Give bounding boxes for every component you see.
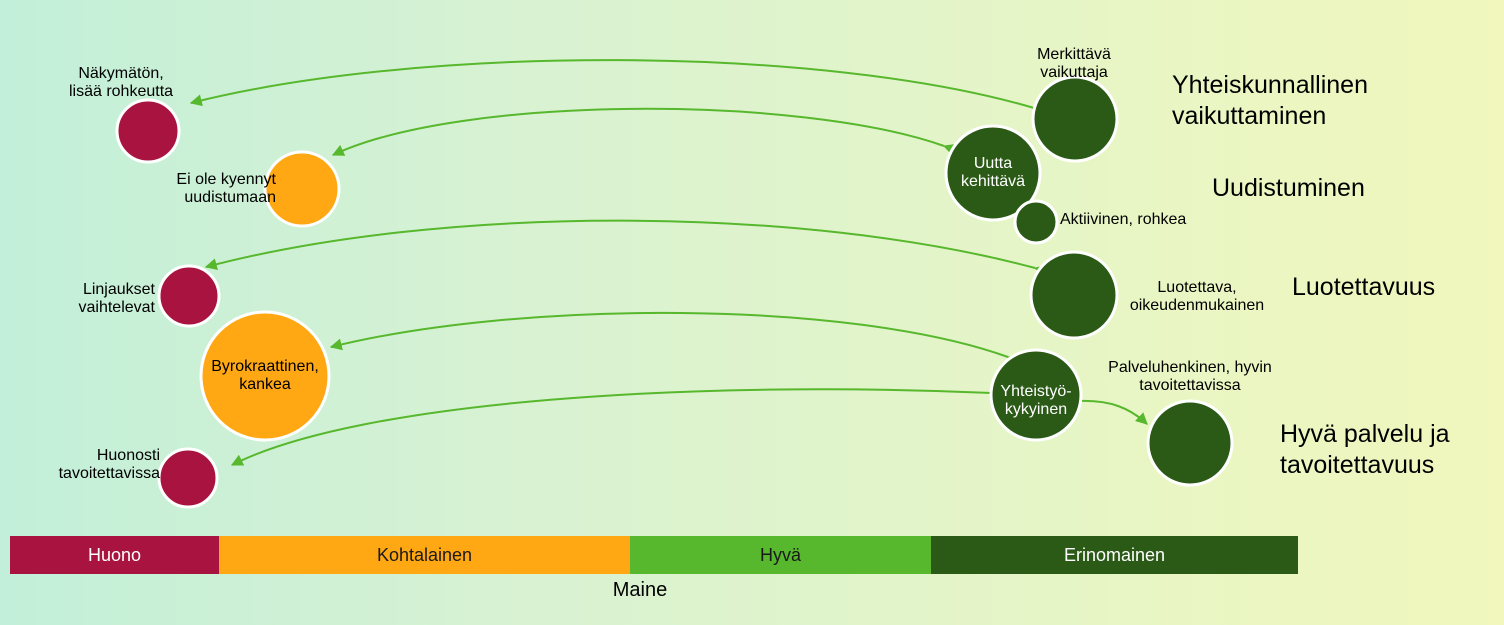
- scale-segment-hyva: Hyvä: [630, 536, 931, 574]
- node-huonosti: [157, 447, 219, 509]
- node-linjaukset: [157, 264, 221, 328]
- category-uudistuminen: Uudistuminen: [1212, 174, 1365, 202]
- node-ei-uudistu: [263, 150, 341, 228]
- arrow-vaikuttaminen: [189, 59, 1047, 117]
- scale-segment-huono: Huono: [10, 536, 219, 574]
- node-uutta: [944, 124, 1042, 222]
- arrow-yhteistyo-palveluhenkinen: [1079, 399, 1148, 425]
- node-label-aktiivinen: Aktiivinen, rohkea: [1060, 211, 1187, 228]
- arrow-uudistuminen: [331, 107, 957, 156]
- node-label-byrokraattinen: Byrokraattinen,kankea: [211, 358, 319, 393]
- node-yhteistyo: [989, 348, 1083, 442]
- scale-segment-kohtalainen: Kohtalainen: [219, 536, 630, 574]
- arrow-luotettavuus: [204, 219, 1047, 277]
- node-label-nakymaton: Näkymätön,lisää rohkeutta: [68, 65, 174, 100]
- node-label-yhteistyo: Yhteistyö-kykyinen: [1000, 383, 1072, 418]
- node-aktiivinen: [1013, 199, 1059, 245]
- node-merkittava: [1031, 75, 1119, 163]
- node-nakymaton: [115, 98, 181, 164]
- axis-title: Maine: [612, 579, 668, 601]
- scale-segment-erinomainen: Erinomainen: [931, 536, 1298, 574]
- node-luotettava: [1029, 250, 1119, 340]
- reputation-scale: Huono Kohtalainen Hyvä Erinomainen: [10, 536, 1298, 574]
- category-luotettavuus: Luotettavuus: [1292, 273, 1436, 301]
- node-palveluhenkinen: [1146, 399, 1234, 487]
- arrow-palvelu-huonosti: [230, 388, 993, 466]
- arrow-palvelu-byrokraattinen: [329, 311, 1021, 367]
- node-byrokraattinen: [199, 310, 331, 442]
- node-label-luotettava: Luotettava,oikeudenmukainen: [1129, 279, 1265, 314]
